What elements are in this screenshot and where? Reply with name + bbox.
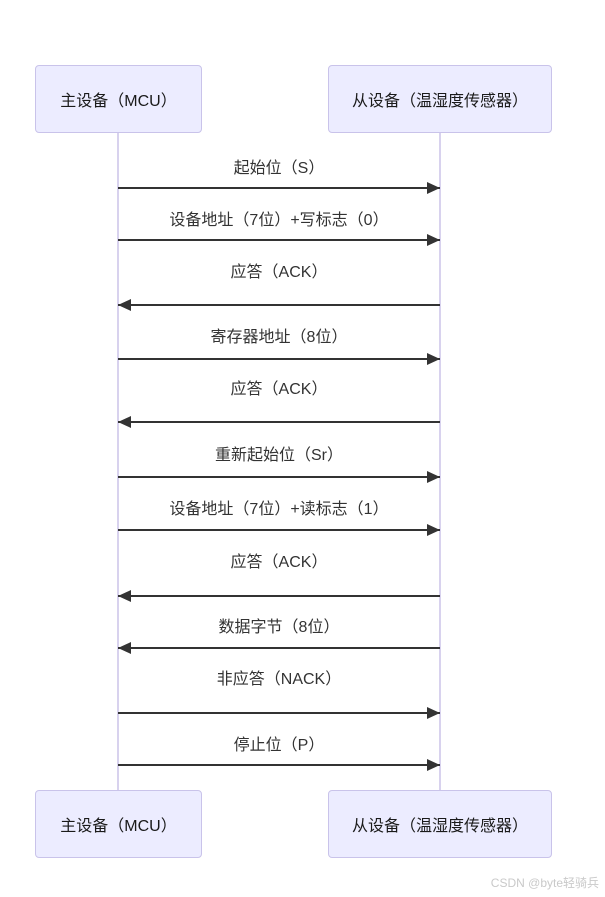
arrowhead-right-icon [427, 707, 440, 719]
message-label-data-byte: 数据字节（8位） [218, 619, 340, 636]
message-arrow-restart [118, 471, 440, 483]
lifeline-master [117, 133, 119, 791]
message-arrow-start [118, 182, 440, 194]
message-arrow-ack1 [118, 299, 440, 311]
message-arrow-data-byte [118, 642, 440, 654]
message-label-ack3: 应答（ACK） [230, 554, 328, 571]
arrowhead-left-icon [118, 299, 131, 311]
arrowhead-left-icon [118, 642, 131, 654]
arrowhead-right-icon [427, 471, 440, 483]
message-arrow-stop [118, 759, 440, 771]
message-label-ack2: 应答（ACK） [230, 381, 328, 398]
message-label-restart: 重新起始位（Sr） [214, 447, 343, 464]
message-label-nack: 非应答（NACK） [216, 671, 342, 688]
message-label-reg-addr: 寄存器地址（8位） [210, 329, 348, 346]
message-label-addr-read: 设备地址（7位）+读标志（1） [169, 501, 389, 518]
actor-master-top-label: 主设备（MCU） [60, 93, 177, 110]
actor-slave-bottom-label: 从设备（温湿度传感器） [351, 818, 528, 835]
message-arrow-ack2 [118, 416, 440, 428]
arrowhead-right-icon [427, 759, 440, 771]
arrowhead-right-icon [427, 524, 440, 536]
message-arrow-ack3 [118, 590, 440, 602]
message-label-stop: 停止位（P） [233, 737, 325, 754]
message-label-addr-write: 设备地址（7位）+写标志（0） [169, 212, 389, 229]
arrowhead-left-icon [118, 416, 131, 428]
actor-slave-top: 从设备（温湿度传感器） [328, 65, 552, 133]
arrowhead-right-icon [427, 353, 440, 365]
arrowhead-right-icon [427, 234, 440, 246]
message-arrow-nack [118, 707, 440, 719]
message-arrow-reg-addr [118, 353, 440, 365]
message-label-start: 起始位（S） [233, 160, 325, 177]
actor-master-top: 主设备（MCU） [35, 65, 202, 133]
message-arrow-addr-write [118, 234, 440, 246]
actor-master-bottom-label: 主设备（MCU） [60, 818, 177, 835]
message-label-ack1: 应答（ACK） [230, 264, 328, 281]
lifeline-slave [439, 133, 441, 791]
actor-slave-bottom: 从设备（温湿度传感器） [328, 790, 552, 858]
arrowhead-right-icon [427, 182, 440, 194]
actor-slave-top-label: 从设备（温湿度传感器） [351, 93, 528, 110]
message-arrow-addr-read [118, 524, 440, 536]
arrowhead-left-icon [118, 590, 131, 602]
csdn-watermark: CSDN @byte轻骑兵 [490, 876, 599, 890]
actor-master-bottom: 主设备（MCU） [35, 790, 202, 858]
